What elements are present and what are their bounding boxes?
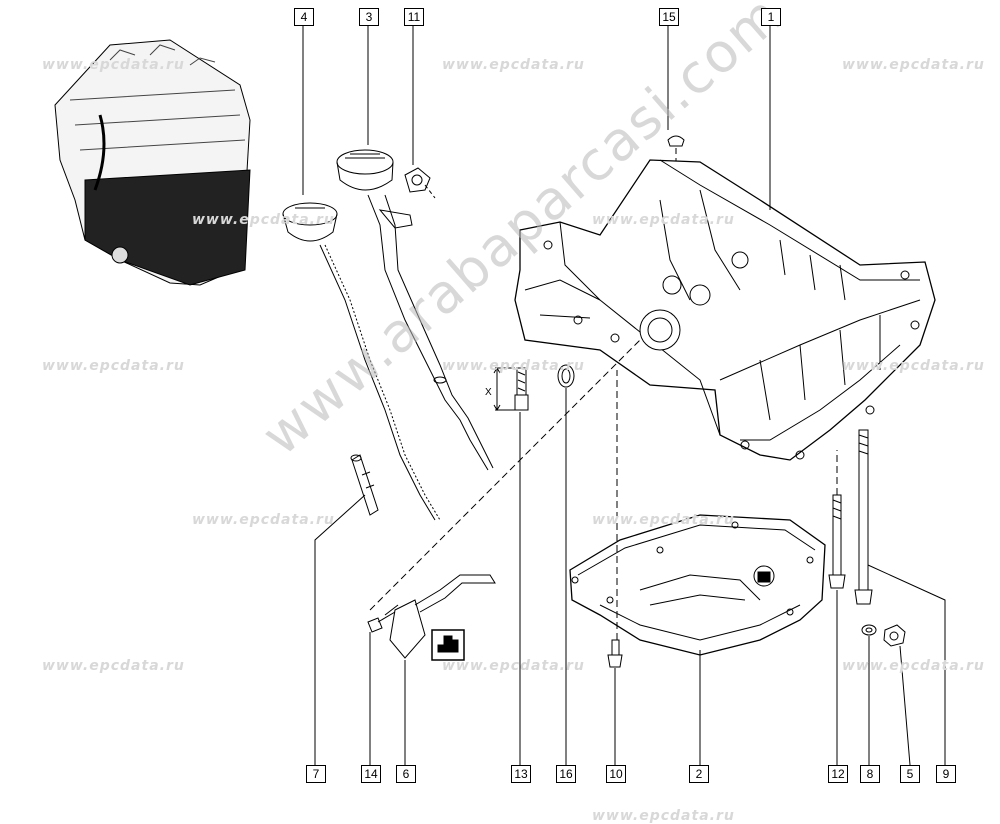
tube-part — [350, 454, 379, 516]
callout-14: 14 — [361, 765, 381, 783]
watermark-text: www.epcdata.ru — [42, 658, 185, 674]
long-bolt-12 — [828, 494, 846, 589]
dimension-label: X — [485, 387, 492, 398]
oil-level-sensor — [384, 574, 496, 659]
callout-2: 2 — [689, 765, 709, 783]
dipstick-tube-assembly — [336, 149, 494, 471]
callout-16: 16 — [556, 765, 576, 783]
bolt-part — [367, 611, 396, 633]
watermark-text: www.epcdata.ru — [842, 658, 985, 674]
callout-7: 7 — [306, 765, 326, 783]
watermark-text: www.epcdata.ru — [192, 212, 335, 228]
washer-part-8 — [861, 624, 877, 636]
bolt-with-dimension — [493, 367, 529, 411]
callout-3: 3 — [359, 8, 379, 26]
watermark-text: www.epcdata.ru — [42, 57, 185, 73]
bolt-part-10 — [607, 639, 623, 668]
upper-oil-pan — [514, 159, 936, 461]
watermark-text: www.epcdata.ru — [842, 358, 985, 374]
lower-oil-pan — [569, 514, 826, 656]
callout-10: 10 — [606, 765, 626, 783]
watermark-text: www.epcdata.ru — [842, 57, 985, 73]
callout-5: 5 — [900, 765, 920, 783]
callout-6: 6 — [396, 765, 416, 783]
callout-11: 11 — [404, 8, 424, 26]
manual-reference-icon — [431, 629, 465, 661]
callout-1: 1 — [761, 8, 781, 26]
assembly-lines — [369, 339, 838, 640]
long-bolt-9 — [854, 429, 873, 605]
watermark-text: www.epcdata.ru — [42, 358, 185, 374]
callout-9: 9 — [936, 765, 956, 783]
callout-4: 4 — [294, 8, 314, 26]
callout-15: 15 — [659, 8, 679, 26]
callout-8: 8 — [860, 765, 880, 783]
watermark-text: www.epcdata.ru — [592, 808, 735, 824]
bolt-clip-part — [404, 167, 436, 199]
watermark-text: www.epcdata.ru — [192, 512, 335, 528]
watermark-text: www.epcdata.ru — [592, 212, 735, 228]
callout-13: 13 — [511, 765, 531, 783]
callout-12: 12 — [828, 765, 848, 783]
watermark-text: www.epcdata.ru — [442, 358, 585, 374]
drain-plug-part — [883, 624, 906, 647]
watermark-text: www.epcdata.ru — [442, 57, 585, 73]
leader-lines — [302, 25, 946, 766]
watermark-text: www.epcdata.ru — [442, 658, 585, 674]
dipstick — [282, 202, 441, 521]
engine-thumbnail-image — [54, 39, 251, 286]
watermark-text: www.epcdata.ru — [592, 512, 735, 528]
o-ring-part — [557, 364, 575, 388]
